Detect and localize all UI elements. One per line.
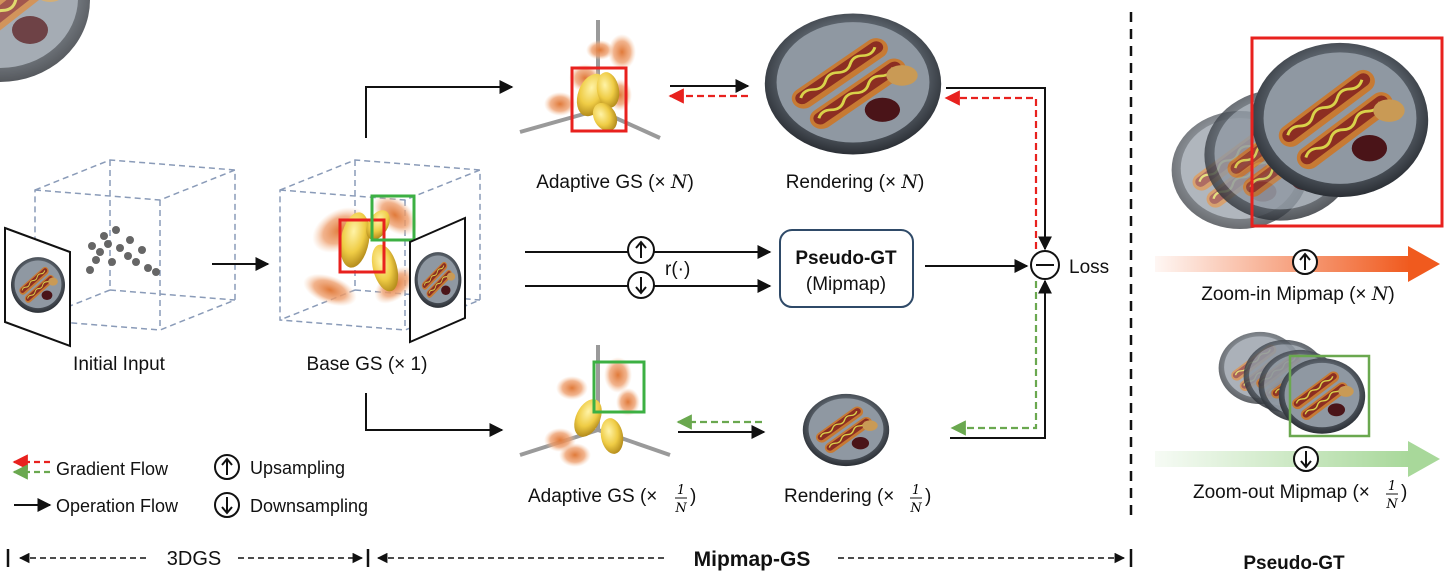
section-mipmap-gs-label: Mipmap-GS (694, 548, 811, 571)
adaptive-gs-up-label: Adaptive GS (× N) (536, 171, 694, 193)
arrow-base-to-adaptive-up (365, 80, 514, 138)
legend-operation-flow: Operation Flow (56, 496, 179, 516)
adaptive-down-green-box (592, 360, 646, 414)
zoom-in-arrow (1155, 246, 1440, 282)
zoom-out-green-box (1288, 354, 1371, 438)
svg-text:N: N (909, 501, 922, 516)
svg-text:): ) (690, 486, 696, 507)
r-function-label: r(·) (665, 259, 690, 280)
initial-input-group: Initial Input (4, 159, 236, 375)
section-bar: 3DGS Mipmap-GS Pseudo-GT (6, 548, 1345, 574)
arrow-base-to-adaptive-down (365, 393, 504, 437)
legend-downsampling-icon (214, 492, 240, 518)
legend: Gradient Flow Operation Flow Upsampling … (12, 454, 368, 518)
rendering-down-image (802, 393, 890, 467)
svg-text:): ) (925, 486, 931, 507)
zoom-in-label: Zoom-in Mipmap (× N) (1201, 283, 1394, 305)
adaptive-gs-down-group (519, 345, 671, 467)
legend-gradient-flow: Gradient Flow (56, 459, 169, 479)
svg-text:N: N (1385, 497, 1398, 512)
svg-text:1: 1 (677, 483, 685, 498)
base-green-box (370, 194, 416, 242)
arrow-render-up-to-loss (946, 87, 1052, 251)
middle-row: r(·) (525, 236, 772, 299)
legend-upsampling: Upsampling (250, 458, 345, 478)
pseudo-gt-box: Pseudo-GT (Mipmap) (779, 229, 914, 308)
arrow-render-down-to-loss (950, 279, 1052, 439)
zoom-in-stack (0, 0, 1444, 231)
section-pseudo-gt-label: Pseudo-GT (1243, 553, 1345, 574)
base-gs-label: Base GS (× 1) (307, 354, 428, 375)
gradient-arrow-loss-to-render-down (950, 281, 1038, 436)
adaptive-gs-up-group (519, 20, 661, 140)
svg-text:1: 1 (1388, 479, 1396, 494)
zoom-out-fraction: 1 N ) (1385, 479, 1407, 512)
rendering-up-image (763, 12, 943, 156)
adaptive-up-red-box (570, 66, 628, 133)
rendering-down-fraction: 1 N ) (909, 483, 931, 516)
zoom-out-arrow (1155, 441, 1440, 477)
legend-upsampling-icon (214, 454, 240, 480)
adaptive-down-fraction: 1 N ) (674, 483, 696, 516)
loss-node (1030, 250, 1060, 280)
base-image-frame (409, 216, 466, 344)
initial-input-label: Initial Input (73, 354, 166, 375)
svg-text:N: N (674, 501, 687, 516)
upsampling-icon (627, 236, 655, 264)
zoom-out-label: Zoom-out Mipmap (× (1193, 482, 1370, 503)
svg-text:): ) (1401, 482, 1407, 503)
downsampling-icon (627, 271, 655, 299)
gradient-arrow-loss-to-render-up (944, 90, 1038, 249)
input-image-frame (4, 226, 71, 348)
section-3dgs-label: 3DGS (167, 548, 221, 570)
zoom-out-stack (1217, 331, 1371, 438)
rendering-up-label: Rendering (× N) (786, 171, 925, 193)
base-gs-group: Base GS (× 1) (279, 159, 481, 375)
rendering-down-label: Rendering (× (784, 486, 894, 507)
adaptive-gs-down-label: Adaptive GS (× (528, 486, 657, 507)
base-red-box (338, 218, 386, 274)
pseudo-gt-box-title: Pseudo-GT (795, 248, 897, 269)
svg-text:1: 1 (912, 483, 920, 498)
zoom-in-red-box (1250, 36, 1444, 228)
loss-label: Loss (1069, 257, 1109, 278)
legend-downsampling: Downsampling (250, 496, 368, 516)
point-cloud (86, 226, 160, 276)
pseudo-gt-box-subtitle: (Mipmap) (806, 274, 886, 295)
